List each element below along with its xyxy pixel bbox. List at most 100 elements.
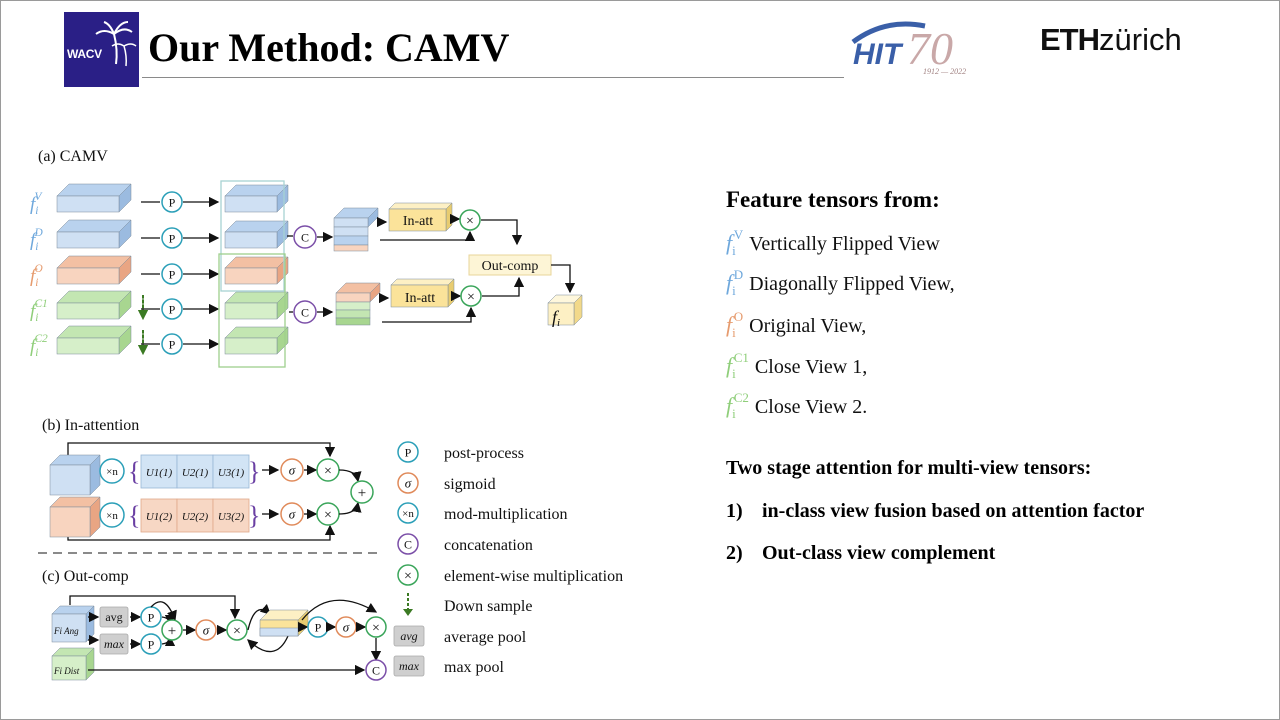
legend-max-box-text: max: [399, 659, 420, 673]
eth-logo-light: zürich: [1099, 22, 1182, 57]
u-block-top: [212, 454, 250, 489]
stacked-layer: [333, 235, 369, 246]
p-circle-text: P: [169, 231, 176, 245]
feature-symbol: f: [726, 312, 733, 337]
input-tensor: [56, 267, 120, 285]
connector: [67, 442, 336, 458]
stage-text: in-class view fusion based on attention …: [762, 500, 1145, 522]
processed-tensor: [224, 267, 278, 285]
stacked-layer: [335, 317, 371, 326]
mod-mult-circle-text: ×n: [106, 510, 118, 522]
connector: [69, 595, 241, 620]
times-circle: [459, 209, 481, 231]
times-circle: [460, 285, 482, 307]
connector: [338, 469, 362, 483]
u-block-top: [140, 454, 178, 489]
u-label: U3(2): [218, 511, 245, 523]
feature-symbol: fiC1: [30, 298, 48, 324]
palm-tree-icon: [95, 21, 137, 67]
output-tensor: [547, 302, 575, 326]
stage-heading: Two stage attention for multi-view tenso…: [726, 457, 1092, 479]
p-circle-text: P: [169, 195, 176, 209]
sigma-circle: [195, 619, 217, 641]
title-divider: [142, 77, 844, 78]
input-tensor: [56, 302, 120, 320]
u-block-top: [176, 454, 214, 489]
output-label: fi: [552, 307, 560, 329]
sigma-circle-text: σ: [289, 463, 296, 478]
legend-max-box-icon: [393, 655, 425, 677]
wacv-logo-text: WACV: [67, 47, 102, 61]
plus-circle: [350, 480, 374, 504]
u-label: U1(2): [146, 511, 173, 523]
processed-tensor: [224, 195, 278, 213]
stage-item-1: 1)in-class view fusion based on attentio…: [726, 500, 1144, 523]
connector: [482, 276, 525, 297]
sigma-circle-text: σ: [343, 620, 350, 635]
legend-times-icon-text: ×: [404, 569, 412, 584]
stage-text: Out-class view complement: [762, 542, 996, 564]
feature-label: Vertically Flipped View: [749, 233, 940, 255]
svg-text:70: 70: [907, 23, 953, 74]
eth-logo: ETHzürich: [1040, 22, 1182, 58]
sigma-circle-text: σ: [289, 507, 296, 522]
legend-down-arrow-head: [403, 609, 413, 616]
p-circle: [161, 263, 183, 285]
p-circle: [161, 298, 183, 320]
c-circle: [293, 300, 317, 324]
feature-symbol: fiV: [30, 191, 43, 217]
processed-tensor: [224, 337, 278, 355]
feature-label: Diagonally Flipped View,: [749, 273, 955, 295]
connector: [301, 599, 378, 621]
input-tensor-top: [56, 255, 132, 269]
mod-mult-circle-text: ×n: [106, 466, 118, 478]
u-block-bottom: [212, 498, 250, 533]
p-circle: [140, 633, 162, 655]
times-circle: [226, 619, 248, 641]
times-circle-text: ×: [466, 214, 474, 229]
hit-logo-years: 1912 — 2022: [923, 67, 966, 76]
legend-avg-box-text: avg: [400, 629, 417, 643]
times-circle-text: ×: [467, 290, 475, 305]
feature-label: Original View,: [749, 315, 867, 337]
u-label: U2(2): [182, 511, 209, 523]
legend-times-icon: [397, 564, 419, 586]
fused-layer: [259, 627, 299, 637]
brace: {: [128, 457, 140, 486]
in-att-tensor-orange: [49, 506, 91, 538]
times-circle-text: ×: [324, 508, 332, 523]
mod-mult-circle: [99, 458, 125, 484]
p-circle: [161, 191, 183, 213]
stage-num: 2): [726, 542, 743, 564]
p-circle: [161, 333, 183, 355]
in-att-box-top: [388, 202, 453, 210]
feature-symbol: fiO: [30, 263, 43, 289]
legend-label: max pool: [444, 659, 505, 676]
plus-circle-text: +: [168, 623, 176, 639]
f-dist-tensor: [51, 655, 87, 681]
input-tensor: [56, 337, 120, 355]
stage-item-2: 2) Out-class view complement: [726, 542, 995, 565]
connector: [380, 230, 476, 242]
input-tensor: [56, 195, 120, 213]
stacked-layer: [335, 309, 371, 319]
stacked-tensor: [333, 217, 369, 228]
c-circle-text: C: [301, 305, 309, 319]
input-tensor-top: [56, 325, 132, 339]
wacv-logo: WACV: [64, 12, 139, 87]
c-circle-text: C: [372, 663, 380, 677]
connector: [551, 264, 576, 294]
in-att-box: [388, 208, 447, 232]
p-circle-text: P: [148, 610, 155, 624]
times-circle-text: ×: [324, 464, 332, 479]
u-label: U3(1): [218, 467, 245, 479]
plus-circle-text: +: [358, 485, 366, 501]
legend-label: mod-multiplication: [444, 506, 568, 523]
times-circle-text: ×: [233, 624, 241, 639]
feature-symbol: fiD: [30, 227, 43, 253]
legend-p-icon: [397, 441, 419, 463]
